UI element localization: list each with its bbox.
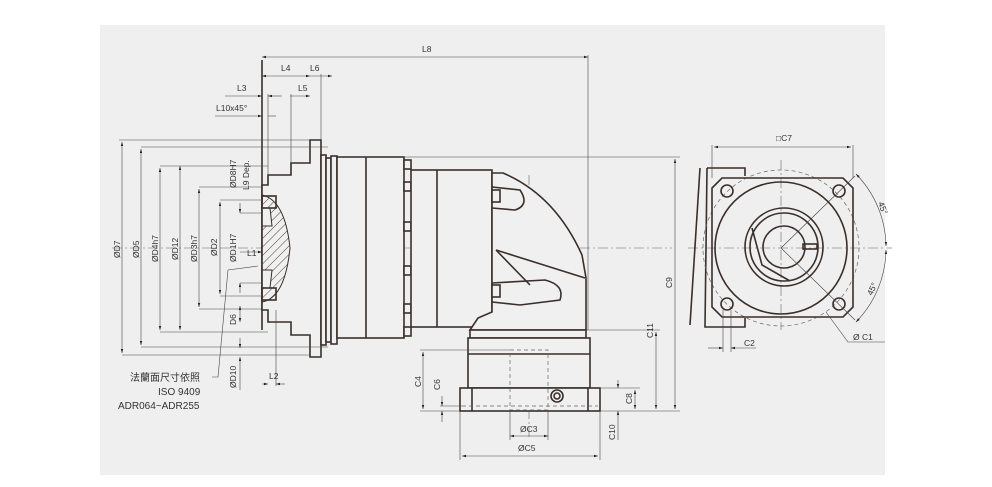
hatched-section: [261, 194, 291, 303]
dim-L8: L8: [422, 44, 432, 54]
dim-L2: L2: [269, 371, 279, 381]
bolt-hole: [832, 184, 846, 198]
dim-L4: L4: [281, 63, 291, 73]
dim-C6: C6: [432, 379, 442, 390]
dim-L10: L10x45°: [216, 103, 247, 113]
dim-D1: ØD1H7: [228, 233, 238, 262]
dim-C5: ØC5: [518, 443, 536, 453]
base-plate: [459, 387, 601, 412]
dim-C3: ØC3: [520, 424, 538, 434]
dim-L1: L1: [247, 248, 257, 258]
housing-body: [336, 156, 405, 339]
flange-standard-note: 法蘭面尺寸依照 ISO 9409 ADR064~ADR255: [118, 371, 201, 412]
dim-C4: C4: [413, 376, 423, 387]
angle-45-bottom: 45°: [865, 281, 879, 297]
base-body: [467, 337, 591, 389]
note-line-2: ISO 9409: [158, 387, 201, 398]
bolt-hole: [720, 297, 734, 311]
side-view: L8 L4 L6 L3 L5 L10x45° ØD7 ØD5 ØD4h7 ØD1…: [112, 44, 680, 460]
dim-L6: L6: [310, 63, 320, 73]
dim-C10: C10: [607, 424, 617, 440]
output-flange: [261, 139, 322, 358]
dim-D7: ØD7: [112, 240, 122, 258]
dim-L5: L5: [298, 83, 308, 93]
dim-D5: ØD5: [131, 240, 141, 258]
square-flange: [711, 177, 854, 318]
dim-C8: C8: [624, 393, 634, 404]
dim-D8: ØD8H7: [228, 159, 238, 188]
bolt-heads: [403, 159, 412, 337]
dim-D2: ØD2: [209, 238, 219, 256]
angle-45-top: 45°: [876, 200, 890, 216]
note-line-3: ADR064~ADR255: [118, 401, 200, 412]
dim-D4: ØD4h7: [150, 235, 160, 262]
gear-housing: [410, 169, 493, 328]
dim-D3: ØD3h7: [189, 235, 199, 262]
dim-D6: D6: [228, 314, 238, 325]
dim-C7: □C7: [776, 133, 792, 143]
note-line-1: 法蘭面尺寸依照: [130, 371, 200, 384]
dim-L3: L3: [237, 83, 247, 93]
bolt-hole: [720, 184, 734, 198]
end-view: □C7 C2 Ø C1 45° 45°: [688, 133, 892, 352]
dim-C1: Ø C1: [853, 332, 873, 342]
dim-D10: ØD10: [228, 366, 238, 388]
dim-L9: L9 Dep.: [241, 160, 251, 190]
dim-C2: C2: [744, 338, 755, 348]
dim-C11: C11: [645, 323, 655, 338]
bolt-hole: [832, 297, 846, 311]
dim-C9: C9: [664, 277, 674, 288]
dim-D12: ØD12: [170, 238, 180, 260]
